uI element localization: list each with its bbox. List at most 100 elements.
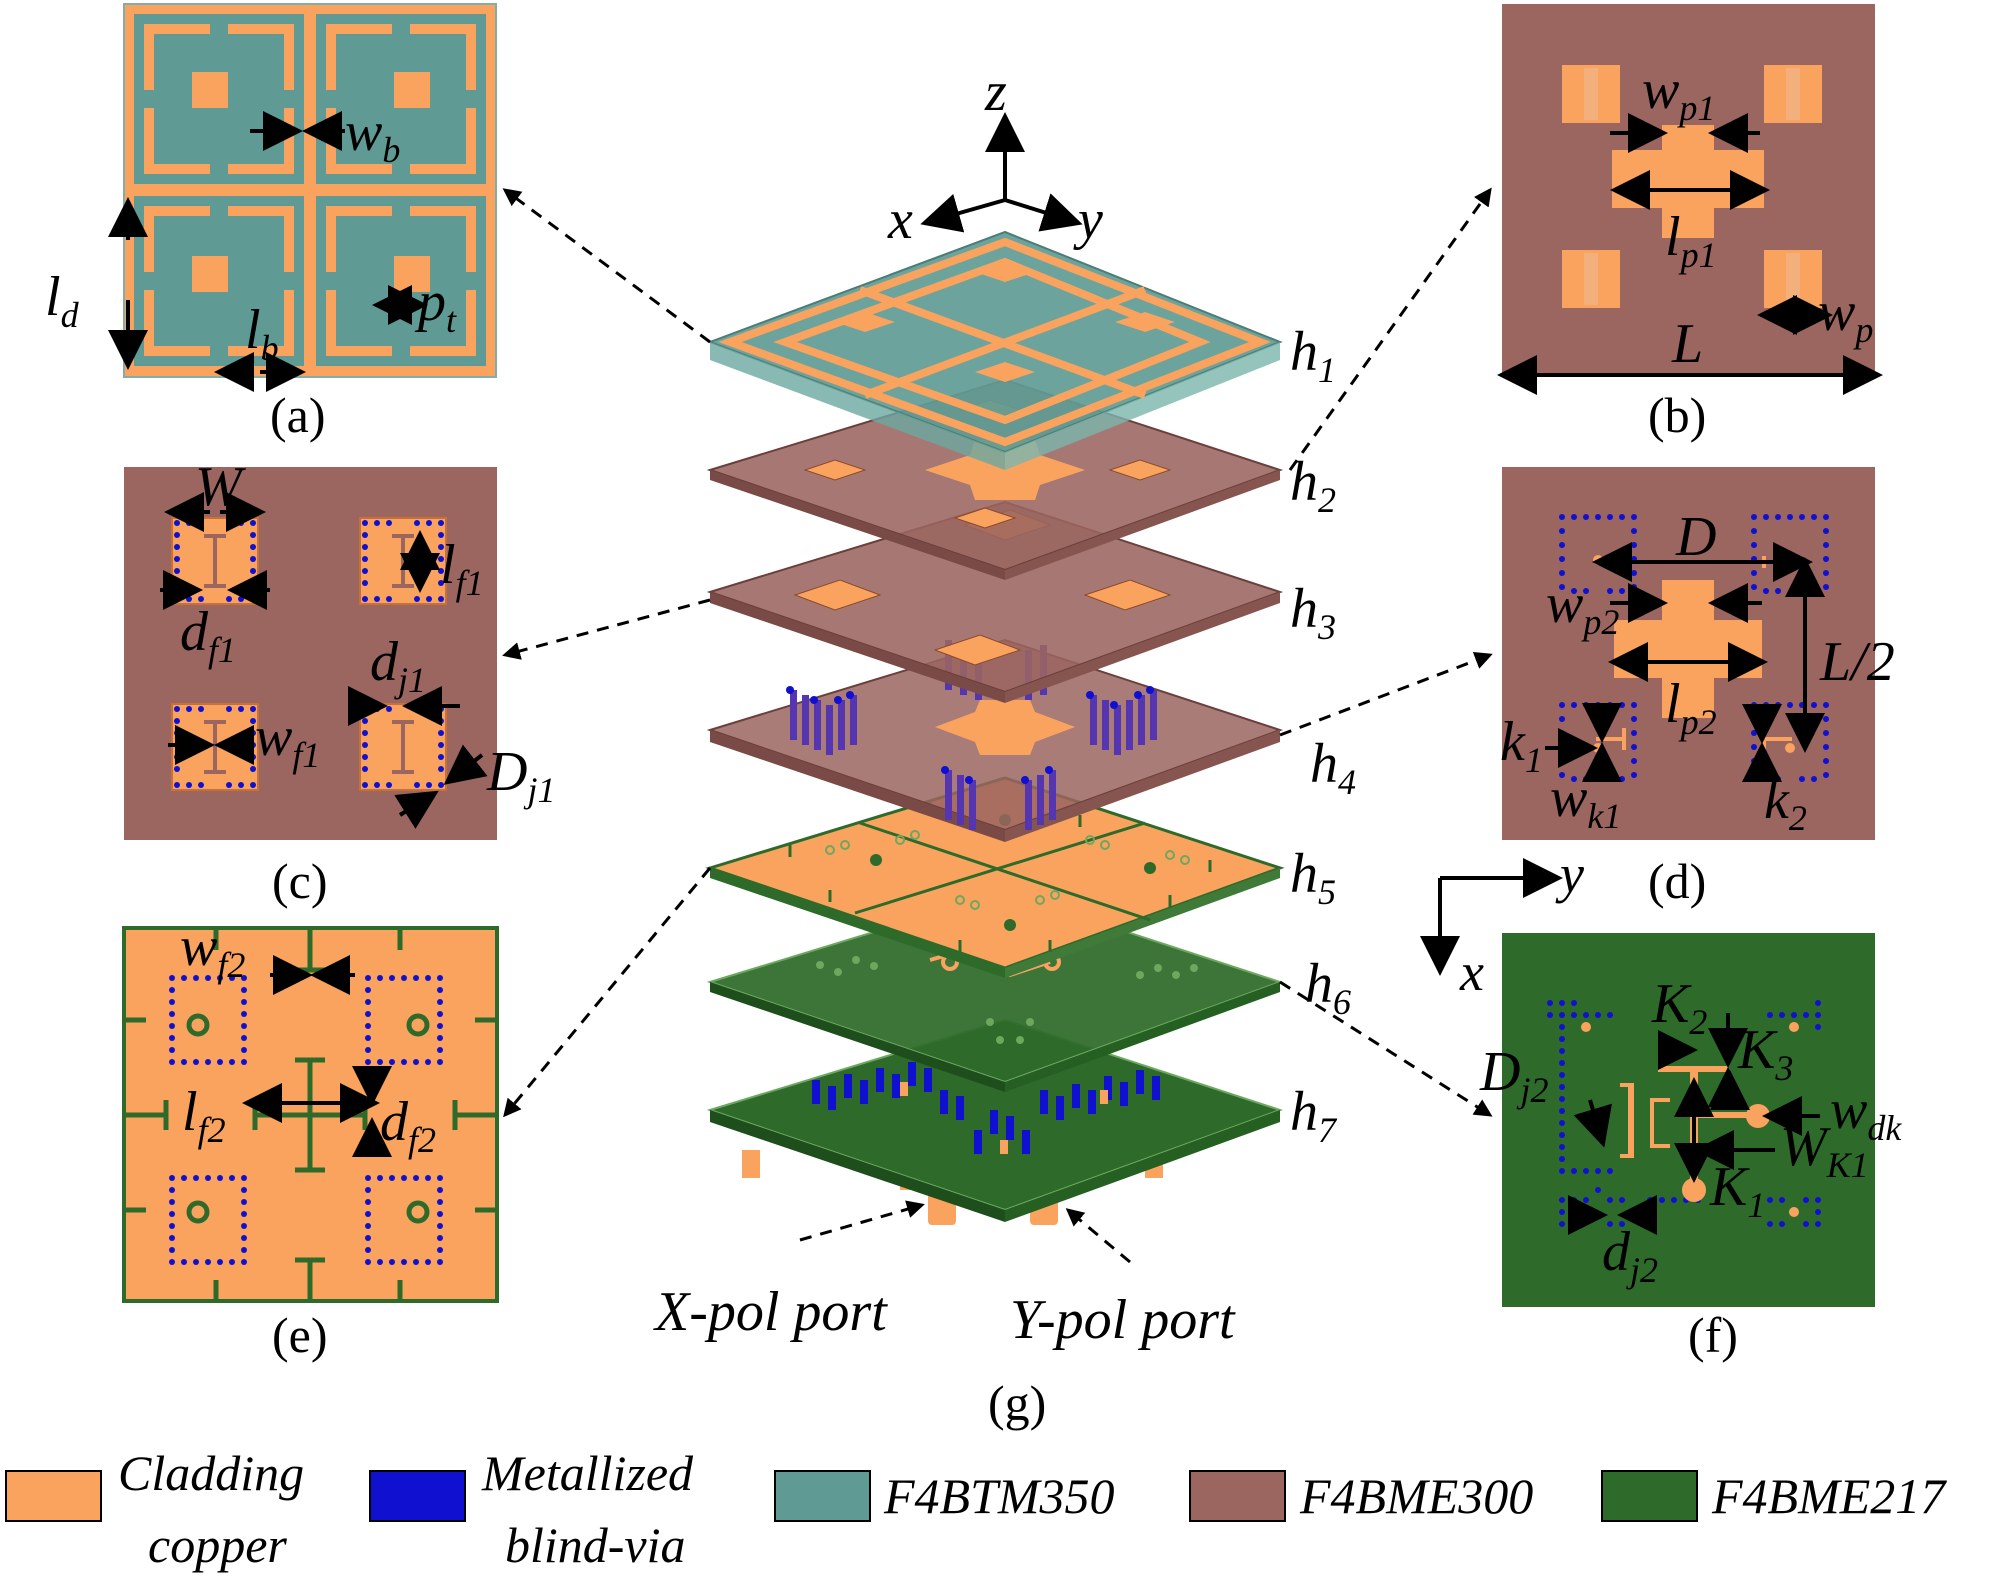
legend-label-f4bme300: F4BME300 [1299,1468,1533,1524]
label-K2: K [1651,973,1692,1035]
label-h4: h [1310,733,1338,795]
caption-f: (f) [1688,1307,1738,1363]
panel-a-patch [394,72,430,108]
label-k2: k [1764,769,1790,831]
label-h5: h [1290,843,1318,905]
svg-text:h2: h2 [1290,451,1336,520]
legend-item-copper: Cladding copper [5,1445,304,1573]
label-lf1: l [440,534,456,596]
svg-text:h5: h5 [1290,843,1336,912]
leader-arrows [502,187,1493,1118]
legend-item-via: Metallized blind-via [369,1445,694,1573]
legend-swatch-f4bme300 [1189,1470,1286,1522]
layer-2 [706,378,1284,580]
legend-item-f4bme300: F4BME300 [1189,1468,1533,1524]
label-h6: h [1305,953,1333,1015]
caption-a: (a) [270,387,326,443]
label-lp2: l [1665,673,1681,735]
panel-d: D wp2 L/2 lp2 k1 wk1 k2 (d) [1500,467,1895,909]
svg-text:wdk: wdk [1830,1079,1902,1148]
svg-text:lb: lb [245,299,279,368]
caption-c: (c) [272,853,328,909]
exploded-view: z x y [653,61,1356,1431]
legend-label-copper-2: copper [148,1517,287,1573]
svg-text:ld: ld [45,266,80,335]
svg-text:wp2: wp2 [1546,573,1619,642]
svg-text:K2: K2 [1651,973,1707,1042]
legend-label-f4btm350: F4BTM350 [883,1468,1115,1524]
label-h7: h [1290,1081,1318,1143]
svg-text:Dj1: Dj1 [486,741,555,810]
legend-item-f4btm350: F4BTM350 [774,1468,1115,1524]
panel-a-patch [192,256,228,292]
legend-label-via-2: blind-via [505,1517,686,1573]
svg-text:h7: h7 [1290,1081,1338,1150]
label-L: L [1671,313,1703,375]
svg-text:lf2: lf2 [182,1081,226,1150]
label-ypol-port: Y-pol port [1010,1289,1236,1351]
svg-text:h1: h1 [1290,321,1336,390]
label-k1: k [1500,711,1526,773]
svg-text:dj2: dj2 [1602,1221,1658,1290]
layer-1-patches [835,262,1175,382]
layer-3 [706,500,1284,703]
svg-text:lp1: lp1 [1665,206,1717,275]
svg-text:Dj2: Dj2 [1479,1041,1548,1110]
svg-text:k1: k1 [1500,711,1543,780]
layer-1 [707,230,1283,470]
label-df1: d [180,601,209,663]
label-WK1: W [1780,1116,1831,1178]
svg-text:pt: pt [414,271,457,340]
label-wf2: w [180,916,217,978]
caption-d: (d) [1648,853,1706,909]
label-Dj1: D [486,741,527,803]
legend-swatch-f4btm350 [774,1470,871,1522]
caption-b: (b) [1648,387,1706,443]
label-h2: h [1290,451,1318,513]
legend-swatch-copper [5,1470,102,1522]
label-pt: p [414,271,446,333]
legend-label-copper-1: Cladding [118,1445,304,1501]
axis-y: y [1073,189,1103,251]
label-dj2: d [1602,1221,1631,1283]
legend-label-f4bme217: F4BME217 [1711,1468,1947,1524]
svg-text:h3: h3 [1290,578,1336,647]
label-h3: h [1290,578,1318,640]
svg-text:df2: df2 [380,1091,436,1160]
panel-f-board [1502,933,1875,1307]
axis-x: x [887,189,913,251]
panel-d-cross [1614,580,1762,718]
svg-text:h6: h6 [1305,953,1351,1022]
panel-e-via-cluster [169,975,247,1065]
panel-f-axes [1420,858,1563,976]
svg-text:h4: h4 [1310,733,1356,802]
svg-text:wf2: wf2 [180,916,245,985]
label-D: D [1675,506,1716,568]
label-K1: K [1709,1156,1750,1218]
panel-f: y x [1420,844,1902,1363]
svg-text:wb: wb [345,101,400,170]
label-lf2: l [182,1081,198,1143]
label-wp1: w [1642,59,1679,121]
layer-1-frames [718,237,1271,447]
label-h1: h [1290,321,1318,383]
legend-swatch-f4bme217 [1601,1470,1698,1522]
svg-text:wk1: wk1 [1550,767,1621,836]
panel-f-vias [1547,1000,1821,1227]
layer-4-cross [935,700,1075,755]
legend-swatch-via [369,1470,466,1522]
label-df2: d [380,1091,409,1153]
svg-text:WK1: WK1 [1780,1116,1869,1185]
axis-z: z [984,61,1007,123]
label-lp1: l [1665,206,1681,268]
panel-c: W lf1 df1 dj1 wf1 Dj1 (c) [124,456,555,909]
label-lb: l [245,299,261,361]
label-L2: L/2 [1819,631,1895,693]
label-f-axis-x: x [1459,942,1484,1002]
label-xpol-port: X-pol port [653,1281,888,1343]
panel-a-patch [192,72,228,108]
label-Dj2: D [1479,1041,1520,1103]
caption-g: (g) [988,1375,1046,1431]
label-dj1: d [370,631,399,693]
